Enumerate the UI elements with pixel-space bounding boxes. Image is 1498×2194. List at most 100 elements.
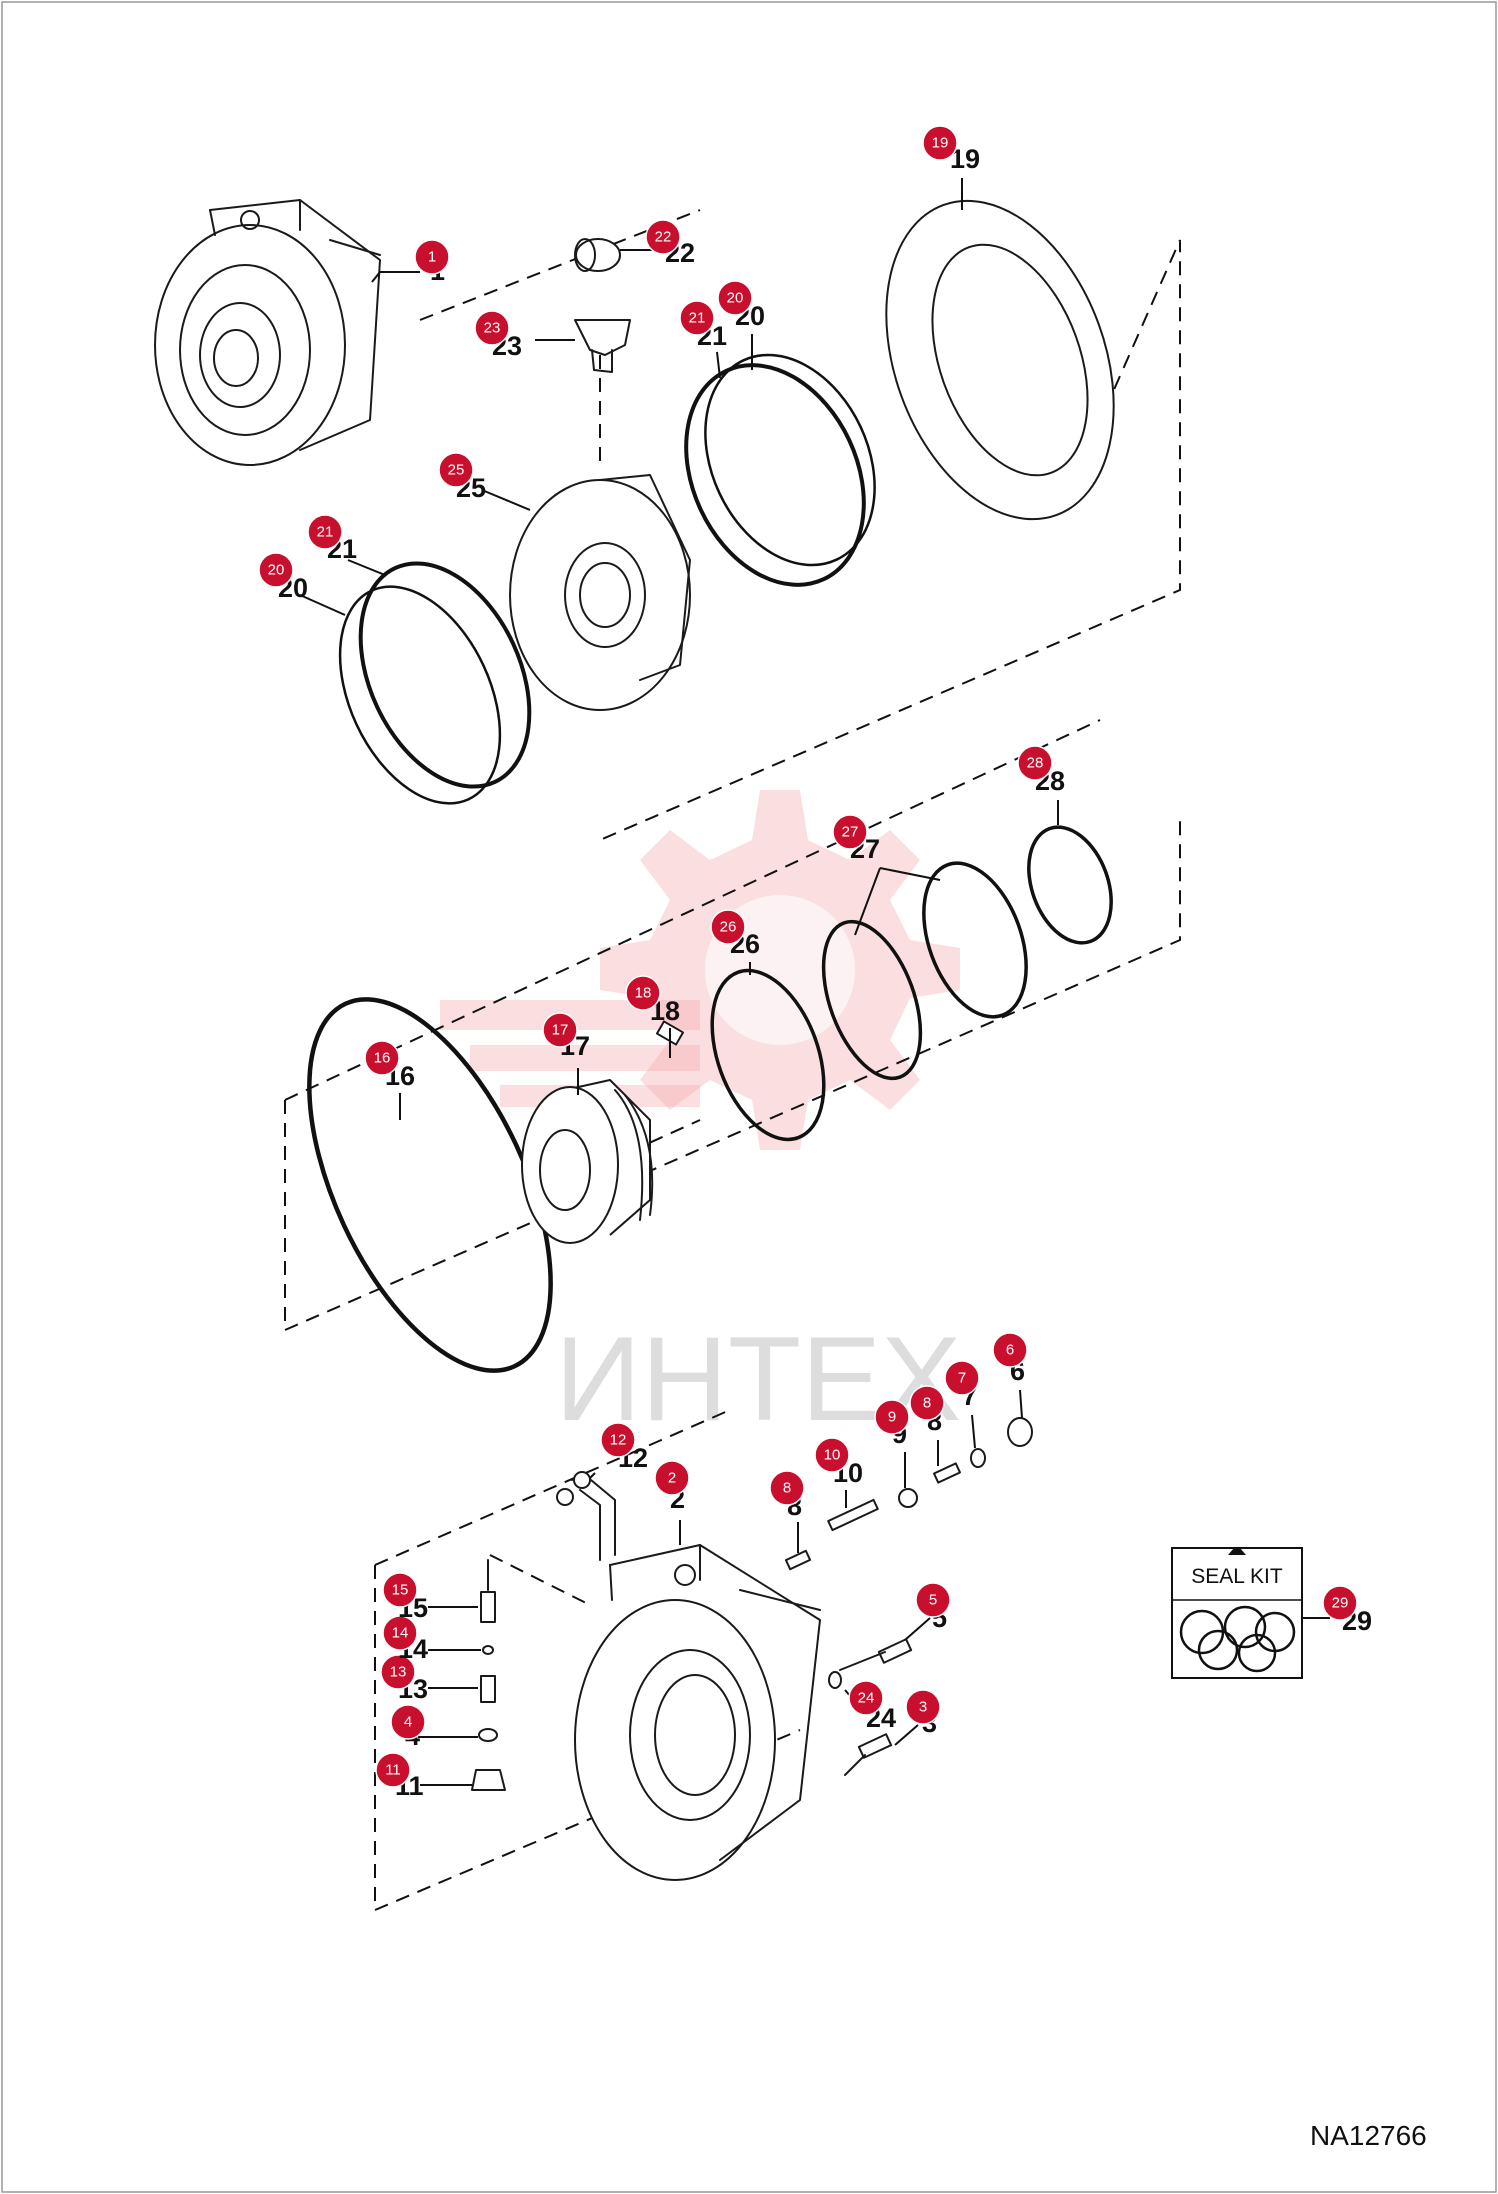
callout-badge xyxy=(382,1615,418,1651)
bolts-3-5 xyxy=(828,1638,913,1776)
callout-badge xyxy=(992,1332,1028,1368)
left-valve-stack xyxy=(471,1559,506,1791)
callout-badge xyxy=(909,1385,945,1421)
callout-layer: 1122334455667788889910101111121213131414… xyxy=(258,125,1372,1801)
o-ring-16 xyxy=(307,997,553,1373)
callout-badge xyxy=(769,1470,805,1506)
callout-badge-label: 20 xyxy=(727,290,744,307)
leader-line xyxy=(299,594,346,616)
callout-badge xyxy=(717,280,753,316)
callout-badge xyxy=(922,125,958,161)
callout-badge xyxy=(542,1012,578,1048)
leader-line xyxy=(879,867,941,881)
leader-line xyxy=(716,351,721,379)
leader-line xyxy=(347,559,386,576)
callout-badge-label: 19 xyxy=(932,135,949,152)
leader-line xyxy=(481,489,531,511)
callout-badge xyxy=(679,300,715,336)
callout-badge-label: 28 xyxy=(1027,755,1044,772)
leader-line xyxy=(1019,1389,1023,1419)
leader-line xyxy=(904,1617,931,1641)
callout-badge-label: 27 xyxy=(842,824,859,841)
callout-badge xyxy=(382,1572,418,1608)
seal-kit-label: SEAL KIT xyxy=(1191,1565,1283,1588)
callout-badge-label: 21 xyxy=(317,524,334,541)
callout-badge xyxy=(438,452,474,488)
callout-badge xyxy=(814,1437,850,1473)
callout-8b: 88 xyxy=(769,1470,805,1553)
callout-badge xyxy=(307,514,343,550)
callout-badge-label: 8 xyxy=(923,1395,931,1412)
callout-badge-label: 21 xyxy=(689,310,706,327)
callout-badge-label: 6 xyxy=(1006,1342,1014,1359)
callout-badge xyxy=(1017,745,1053,781)
part-cam-ring-19 xyxy=(885,199,1115,521)
callout-badge-label: 1 xyxy=(428,249,436,266)
callout-badge-label: 26 xyxy=(720,919,737,936)
callout-badge xyxy=(654,1460,690,1496)
callout-badge-label: 7 xyxy=(958,1370,966,1387)
callout-badge-label: 14 xyxy=(392,1625,409,1642)
callout-badge-label: 15 xyxy=(392,1582,409,1599)
callout-5: 55 xyxy=(904,1582,951,1641)
callout-badge xyxy=(915,1582,951,1618)
callout-badge-label: 11 xyxy=(385,1762,401,1779)
relief-valve-parts xyxy=(556,1417,1033,1571)
callout-badge-label: 5 xyxy=(929,1592,937,1609)
callout-badge xyxy=(258,552,294,588)
callout-badge-label: 29 xyxy=(1332,1595,1349,1612)
callout-badge xyxy=(645,219,681,255)
part-cylinder-block-17 xyxy=(521,1079,654,1244)
callout-badge xyxy=(375,1752,411,1788)
part-plug-22 xyxy=(574,238,621,272)
callout-badge xyxy=(600,1422,636,1458)
callout-badge xyxy=(414,239,450,275)
callout-badge-label: 16 xyxy=(374,1050,391,1067)
watermark-gear xyxy=(440,790,960,1150)
callout-badge-label: 25 xyxy=(448,462,465,479)
seal-rings-26-28 xyxy=(710,825,1113,1142)
callout-badge-label: 13 xyxy=(390,1664,407,1681)
callout-4a: 44 xyxy=(390,1704,478,1751)
callout-badge-label: 3 xyxy=(919,1699,927,1716)
callout-badge xyxy=(905,1689,941,1725)
leader-line xyxy=(589,1472,596,1479)
callout-badge xyxy=(364,1040,400,1076)
callout-badge-label: 17 xyxy=(552,1022,569,1039)
callout-badge-label: 23 xyxy=(484,320,501,337)
callout-badge xyxy=(625,975,661,1011)
callout-badge xyxy=(848,1680,884,1716)
seal-rings-left xyxy=(338,561,532,805)
callout-badge xyxy=(874,1399,910,1435)
leader-line xyxy=(854,867,881,936)
callout-badge-label: 12 xyxy=(610,1432,627,1449)
seal-kit-box: SEAL KIT xyxy=(1171,1547,1303,1679)
callout-badge-label: 9 xyxy=(888,1409,896,1426)
callout-badge-label: 18 xyxy=(635,985,652,1002)
callout-badge xyxy=(1322,1585,1358,1621)
callout-badge-label: 4 xyxy=(404,1714,412,1731)
callout-badge-label: 2 xyxy=(668,1470,676,1487)
part-housing-2 xyxy=(574,1544,821,1881)
callout-badge-label: 8 xyxy=(783,1480,791,1497)
callout-badge-label: 20 xyxy=(268,562,285,579)
